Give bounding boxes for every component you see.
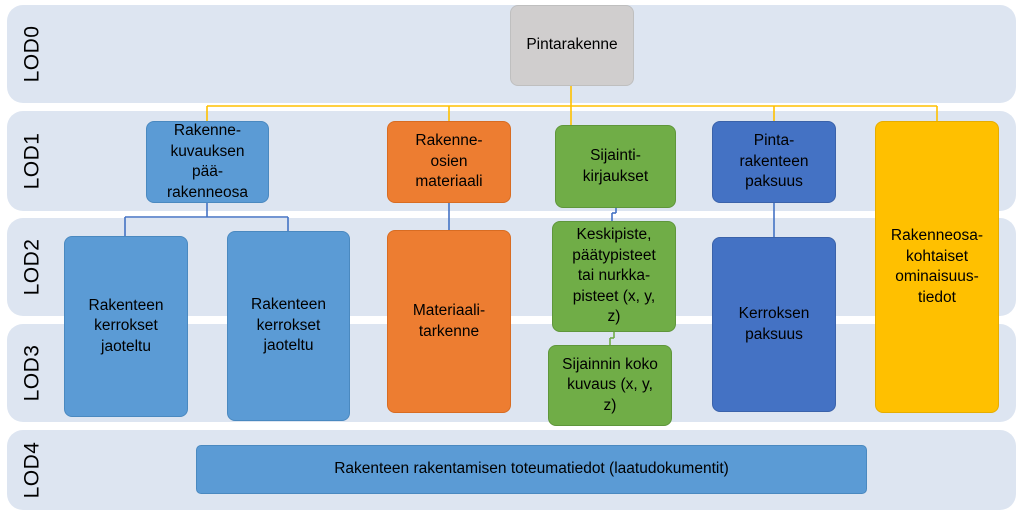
node-point-coordinates: Keskipiste, päätypisteet tai nurkka- pis… xyxy=(552,221,676,332)
node-surface-thickness: Pinta- rakenteen paksuus xyxy=(712,121,836,203)
node-quality-documents: Rakenteen rakentamisen toteumatiedot (la… xyxy=(196,445,867,494)
node-main-structural-part: Rakenne- kuvauksen pää- rakenneosa xyxy=(146,121,269,203)
blue-connectors xyxy=(124,203,775,237)
root-connectors xyxy=(206,86,938,125)
node-location-records: Sijainti- kirjaukset xyxy=(555,125,676,208)
root-node-pintarakenne: Pintarakenne xyxy=(510,5,634,86)
node-layers-divided-b: Rakenteen kerrokset jaoteltu xyxy=(227,231,350,421)
green-connectors xyxy=(609,332,615,345)
node-component-properties: Rakenneosa- kohtaiset ominaisuus- tiedot xyxy=(875,121,999,413)
node-material-detail: Materiaali- tarkenne xyxy=(387,230,511,413)
node-layers-divided-a: Rakenteen kerrokset jaoteltu xyxy=(64,236,188,417)
node-layer-thickness: Kerroksen paksuus xyxy=(712,237,836,412)
node-full-location-description: Sijainnin koko kuvaus (x, y, z) xyxy=(548,345,672,426)
node-structural-material: Rakenne- osien materiaali xyxy=(387,121,511,203)
